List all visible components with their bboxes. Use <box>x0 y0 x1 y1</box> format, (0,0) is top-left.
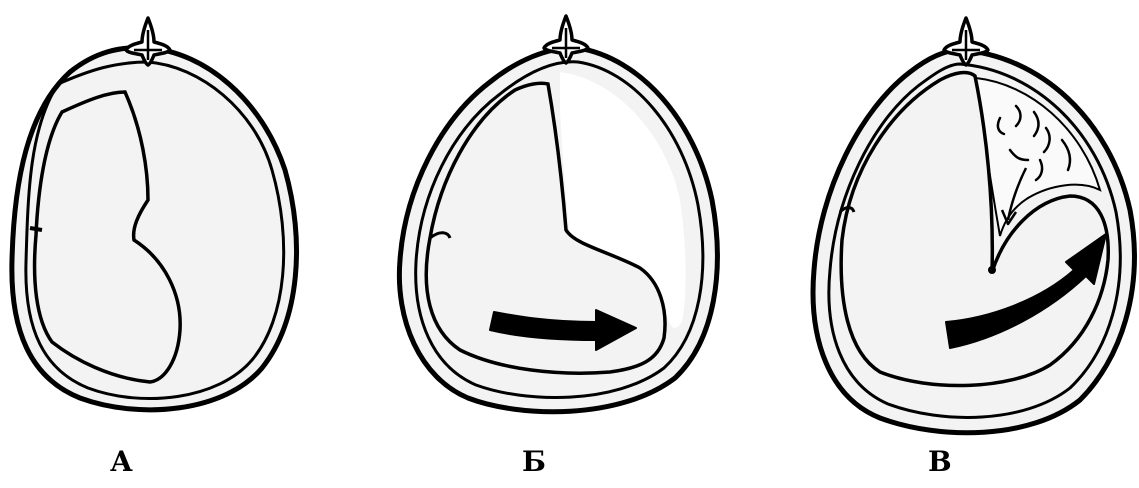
seed-c <box>813 18 1134 433</box>
seed-b <box>399 16 717 412</box>
panel-label-a: А <box>110 448 133 476</box>
panel-label-b: Б <box>522 448 546 476</box>
seed-a <box>12 18 297 410</box>
panel-label-c: В <box>928 448 952 476</box>
